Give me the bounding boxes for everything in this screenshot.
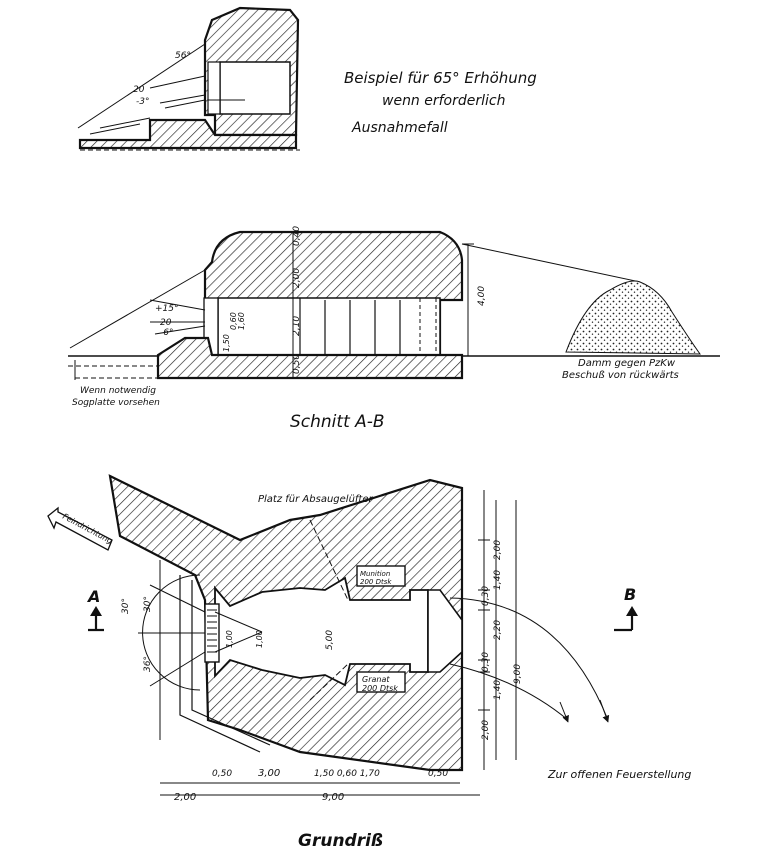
plan-title: Grundriß [298,831,383,849]
dim-150-small: 1,50 [222,334,231,352]
dim-060-small: 0,60 [229,312,238,330]
dim-210-vert: 2,10 [292,316,302,336]
cut-marker-b: B [624,585,636,604]
earth-dam [565,280,701,355]
dim-500: 5,00 [325,630,335,650]
example-title-line2: wenn erforderlich [382,93,505,109]
angle-20-mid-label: 20 [160,318,172,328]
dim-200-left: 2,00 [174,792,196,803]
dim-100b: 1,00 [255,630,264,648]
dim-right-200-top: 2,00 [493,540,503,560]
dim-right-030b: 0,30 [481,652,491,672]
dim-150-060-170: 1,50 0,60 1,70 [314,769,380,779]
angle-30-a: 30° [143,596,153,612]
angle-plus15-label: +15° [155,304,179,314]
dam-note-line1: Damm gegen PzKw [578,358,676,369]
plan-view-drawing [47,474,638,796]
footing-note-line2: Sogplatte vorsehen [72,398,160,408]
angle-36: 36° [143,656,153,672]
dim-right-200b: 2,00 [481,720,491,740]
ammo-box-bottom-line2: 200 Dtsk [362,684,398,693]
dim-300-plan: 3,00 [258,768,280,779]
cut-marker-a: A [86,587,100,606]
footing-note-line1: Wenn notwendig [80,386,156,396]
dim-050-plan: 0,50 [212,769,232,779]
open-position-note: Zur offenen Feuerstellung [547,768,691,781]
dim-050-right: 0,50 [428,769,448,779]
ammo-box-bottom-line1: Granat [362,675,390,684]
example-title-line3: Ausnahmefall [351,120,448,136]
dam-note-line2: Beschuß von rückwärts [562,370,679,381]
dim-900-bottom: 9,00 [322,792,344,803]
angle-20-label: 20 [133,85,145,95]
angle-56-label: 56° [175,51,191,61]
dim-right-140b: 1,40 [493,680,503,700]
ammo-box-top-line1: Munition [360,570,390,578]
section-a-b-drawing [68,230,720,380]
suction-fan-note: Platz für Absaugelüfter [258,494,374,505]
dim-right-030: 0,30 [481,586,491,606]
section-title: Schnitt A-B [290,412,385,432]
example-title-line1: Beispiel für 65° Erhöhung [344,69,537,87]
angle-minus3-label: -3° [136,97,149,107]
dim-right-220: 2,20 [493,620,503,640]
dim-right-900: 9,00 [513,664,523,684]
dim-040-vert: 0,40 [292,226,302,246]
dim-100: 1,00 [225,630,234,648]
ammo-box-top-line2: 200 Dtsk [360,578,392,586]
dim-160-small: 1,60 [237,312,246,330]
dim-050-vert: 0,50 [292,354,302,374]
angle-30-b: 30° [121,598,131,614]
dim-right-140: 1,40 [493,570,503,590]
dim-400-vert: 4,00 [477,286,487,306]
dim-200-vert: 2,00 [292,268,302,288]
example-elevation-section [77,6,300,151]
angle-minus6-label: -6° [160,328,173,338]
